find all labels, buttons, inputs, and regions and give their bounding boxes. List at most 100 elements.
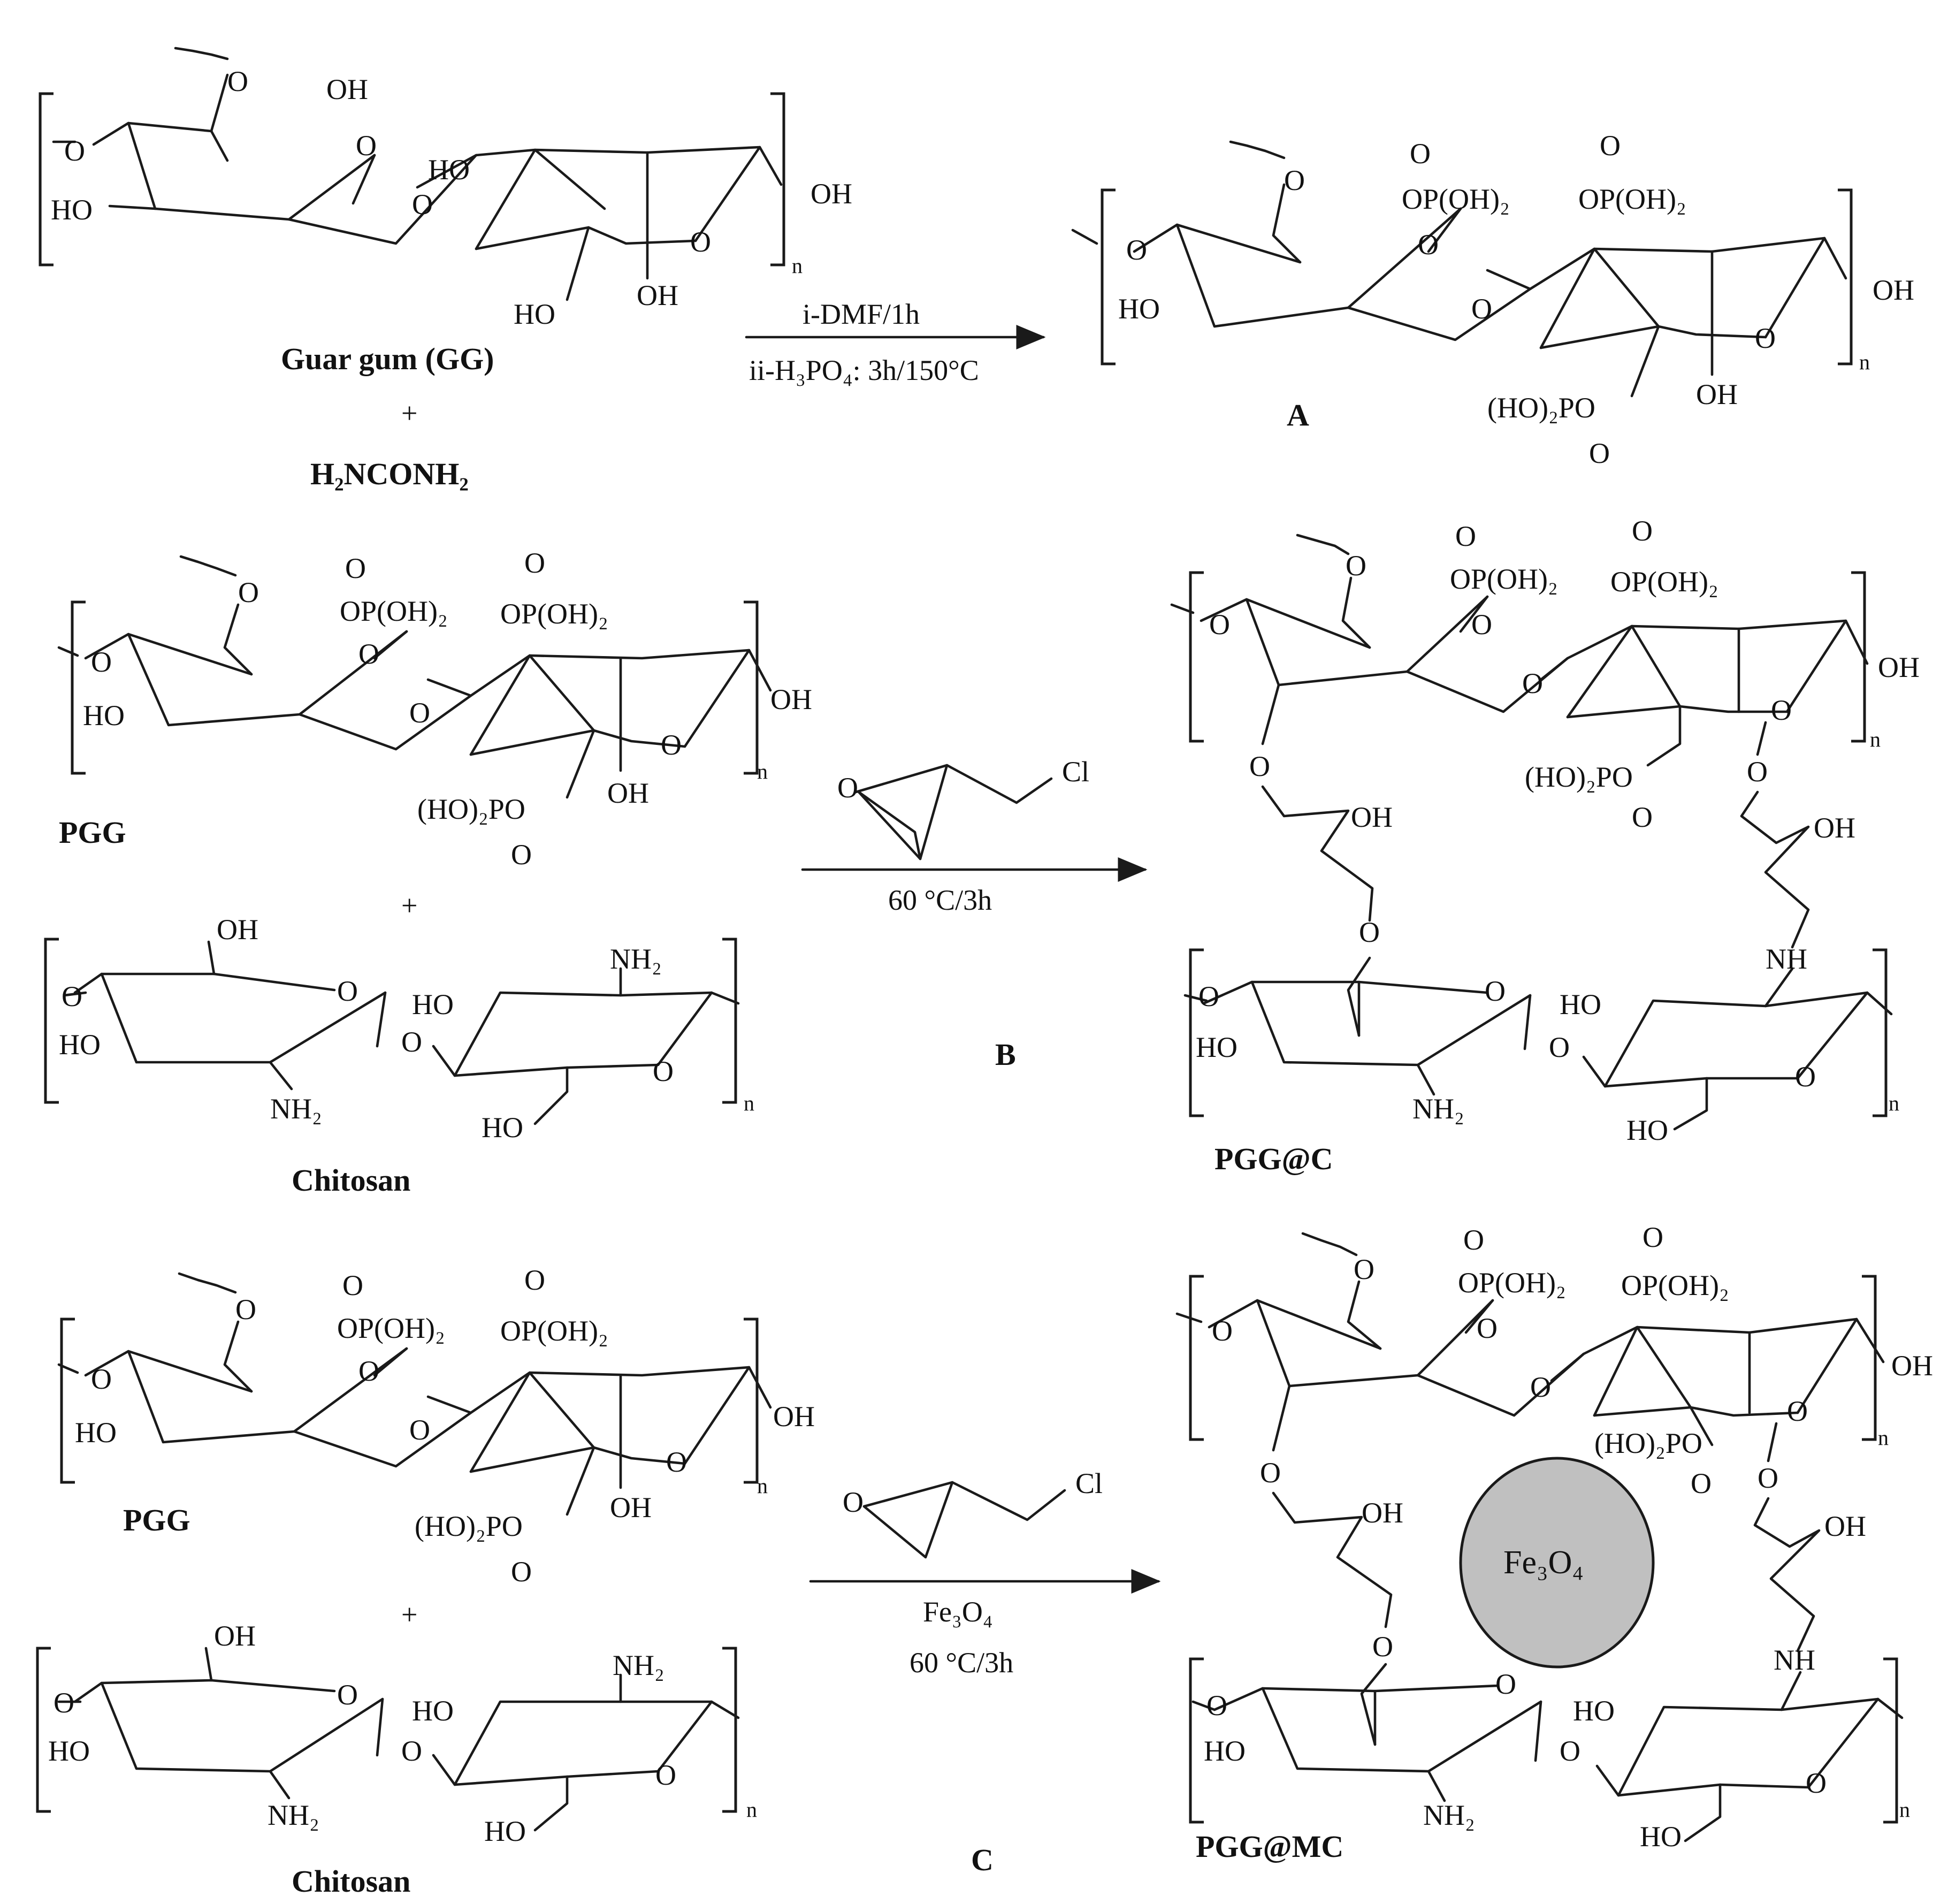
opoh2-group: OP(OH)₂ bbox=[1450, 563, 1558, 595]
repeat-n: n bbox=[1870, 727, 1881, 751]
opoh2-group: OP(OH)₂ bbox=[1402, 183, 1510, 215]
o-label: O bbox=[1206, 1689, 1227, 1722]
repeat-n: n bbox=[744, 1091, 754, 1115]
ho-label: HO bbox=[75, 1416, 117, 1449]
guar-gum-label: Guar gum (GG) bbox=[281, 341, 494, 376]
nh2-label: NH₂ bbox=[1412, 1093, 1464, 1125]
o-label: O bbox=[1260, 1457, 1281, 1489]
o-label: O bbox=[1806, 1767, 1827, 1799]
o-label: O bbox=[91, 646, 112, 678]
o-label: O bbox=[1747, 756, 1768, 788]
nh-label: NH bbox=[1766, 943, 1807, 975]
chitosan-label-2: Chitosan bbox=[292, 1864, 410, 1899]
chitosan-structure bbox=[44, 938, 740, 1125]
ho-label: HO bbox=[83, 699, 125, 732]
ho-label: HO bbox=[1118, 293, 1160, 325]
nh2-label: NH₂ bbox=[613, 1649, 664, 1681]
o-label: O bbox=[1126, 234, 1147, 266]
product-a-label: A bbox=[1287, 398, 1309, 432]
pgg-structure-2 bbox=[57, 1272, 772, 1516]
o-label: O bbox=[91, 1363, 112, 1395]
nh2-label: NH₂ bbox=[268, 1799, 319, 1831]
o-label: O bbox=[1758, 1462, 1778, 1494]
oh-label: OH bbox=[637, 279, 678, 311]
o-label: O bbox=[238, 576, 259, 608]
oh-label: OH bbox=[811, 178, 852, 210]
o-label: O bbox=[409, 697, 430, 729]
oh-label: OH bbox=[610, 1491, 652, 1524]
nh-label: NH bbox=[1774, 1644, 1815, 1676]
o-label: O bbox=[524, 547, 545, 579]
hoppo-group: (HO)₂PO bbox=[417, 793, 525, 825]
repeat-n: n bbox=[1859, 350, 1870, 374]
o-label: O bbox=[1795, 1061, 1816, 1093]
o-label: O bbox=[661, 729, 682, 761]
opoh2-group: OP(OH)₂ bbox=[500, 1315, 608, 1347]
o-label: O bbox=[1354, 1253, 1374, 1285]
repeat-n: n bbox=[757, 1474, 768, 1498]
o-label: O bbox=[1755, 322, 1776, 354]
pgg-at-c-structure bbox=[1170, 534, 1893, 1131]
o-label: O bbox=[1632, 801, 1653, 833]
o-label: O bbox=[337, 975, 358, 1007]
step-c-label: C bbox=[971, 1842, 994, 1877]
pgg-structure bbox=[57, 555, 772, 799]
plus-sign: + bbox=[401, 889, 417, 921]
o-label: O bbox=[401, 1735, 422, 1767]
opoh2-group: OP(OH)₂ bbox=[1621, 1269, 1729, 1301]
condition-h3po4: ii-H₃PO₄: 3h/150°C bbox=[749, 354, 979, 386]
ho-label: HO bbox=[51, 194, 93, 226]
o-label: O bbox=[837, 772, 858, 804]
oh-label: OH bbox=[1824, 1510, 1866, 1542]
ho-label: HO bbox=[59, 1029, 101, 1061]
o-label: O bbox=[1455, 520, 1476, 552]
o-label: O bbox=[1410, 138, 1431, 170]
chlorine-label: Cl bbox=[1062, 756, 1089, 788]
o-label: O bbox=[1632, 515, 1653, 547]
oh-label: OH bbox=[1873, 274, 1914, 306]
repeat-n: n bbox=[1878, 1426, 1889, 1450]
o-label: O bbox=[1346, 550, 1366, 582]
o-label: O bbox=[1485, 975, 1506, 1007]
repeat-n: n bbox=[757, 759, 768, 783]
hoppo-group: (HO)₂PO bbox=[415, 1510, 523, 1542]
fe3o4-nanoparticle bbox=[1459, 1457, 1655, 1669]
oh-label: OH bbox=[1891, 1350, 1933, 1382]
ho-label: HO bbox=[1573, 1695, 1615, 1727]
o-label: O bbox=[235, 1293, 256, 1326]
oh-label: OH bbox=[217, 913, 258, 946]
o-label: O bbox=[1643, 1221, 1663, 1253]
condition-temp: 60 °C/3h bbox=[910, 1647, 1013, 1679]
o-label: O bbox=[337, 1679, 358, 1711]
o-label: O bbox=[412, 188, 433, 220]
o-label: O bbox=[1463, 1224, 1484, 1256]
o-label: O bbox=[1359, 916, 1380, 948]
repeat-n: n bbox=[1889, 1091, 1899, 1115]
o-label: O bbox=[1198, 980, 1219, 1012]
chlorine-label: Cl bbox=[1075, 1467, 1103, 1499]
o-label: O bbox=[1471, 293, 1492, 325]
oh-label: OH bbox=[770, 683, 812, 715]
pgg-at-mc-structure bbox=[1175, 1232, 1904, 1842]
pgg-at-mc-label: PGG@MC bbox=[1196, 1829, 1343, 1864]
ho-label: HO bbox=[428, 154, 470, 186]
step-b-label: B bbox=[995, 1037, 1016, 1072]
opoh2-group: OP(OH)₂ bbox=[1578, 183, 1686, 215]
o-label: O bbox=[524, 1264, 545, 1296]
o-label: O bbox=[1372, 1631, 1393, 1663]
o-label: O bbox=[401, 1026, 422, 1058]
oh-label: OH bbox=[326, 73, 368, 105]
opoh2-group: OP(OH)₂ bbox=[337, 1312, 445, 1344]
nh2-label: NH₂ bbox=[270, 1093, 322, 1125]
chitosan-structure-2 bbox=[36, 1647, 740, 1832]
o-label: O bbox=[54, 1687, 74, 1719]
ho-label: HO bbox=[412, 1695, 454, 1727]
oh-label: OH bbox=[773, 1400, 815, 1433]
hoppo-group: (HO)₂PO bbox=[1594, 1427, 1702, 1459]
repeat-n: n bbox=[1899, 1798, 1910, 1822]
o-label: O bbox=[1212, 1315, 1233, 1347]
nh2-label: NH₂ bbox=[1423, 1799, 1475, 1831]
o-label: O bbox=[666, 1446, 687, 1478]
oh-label: OH bbox=[1696, 378, 1738, 410]
o-label: O bbox=[655, 1759, 676, 1791]
